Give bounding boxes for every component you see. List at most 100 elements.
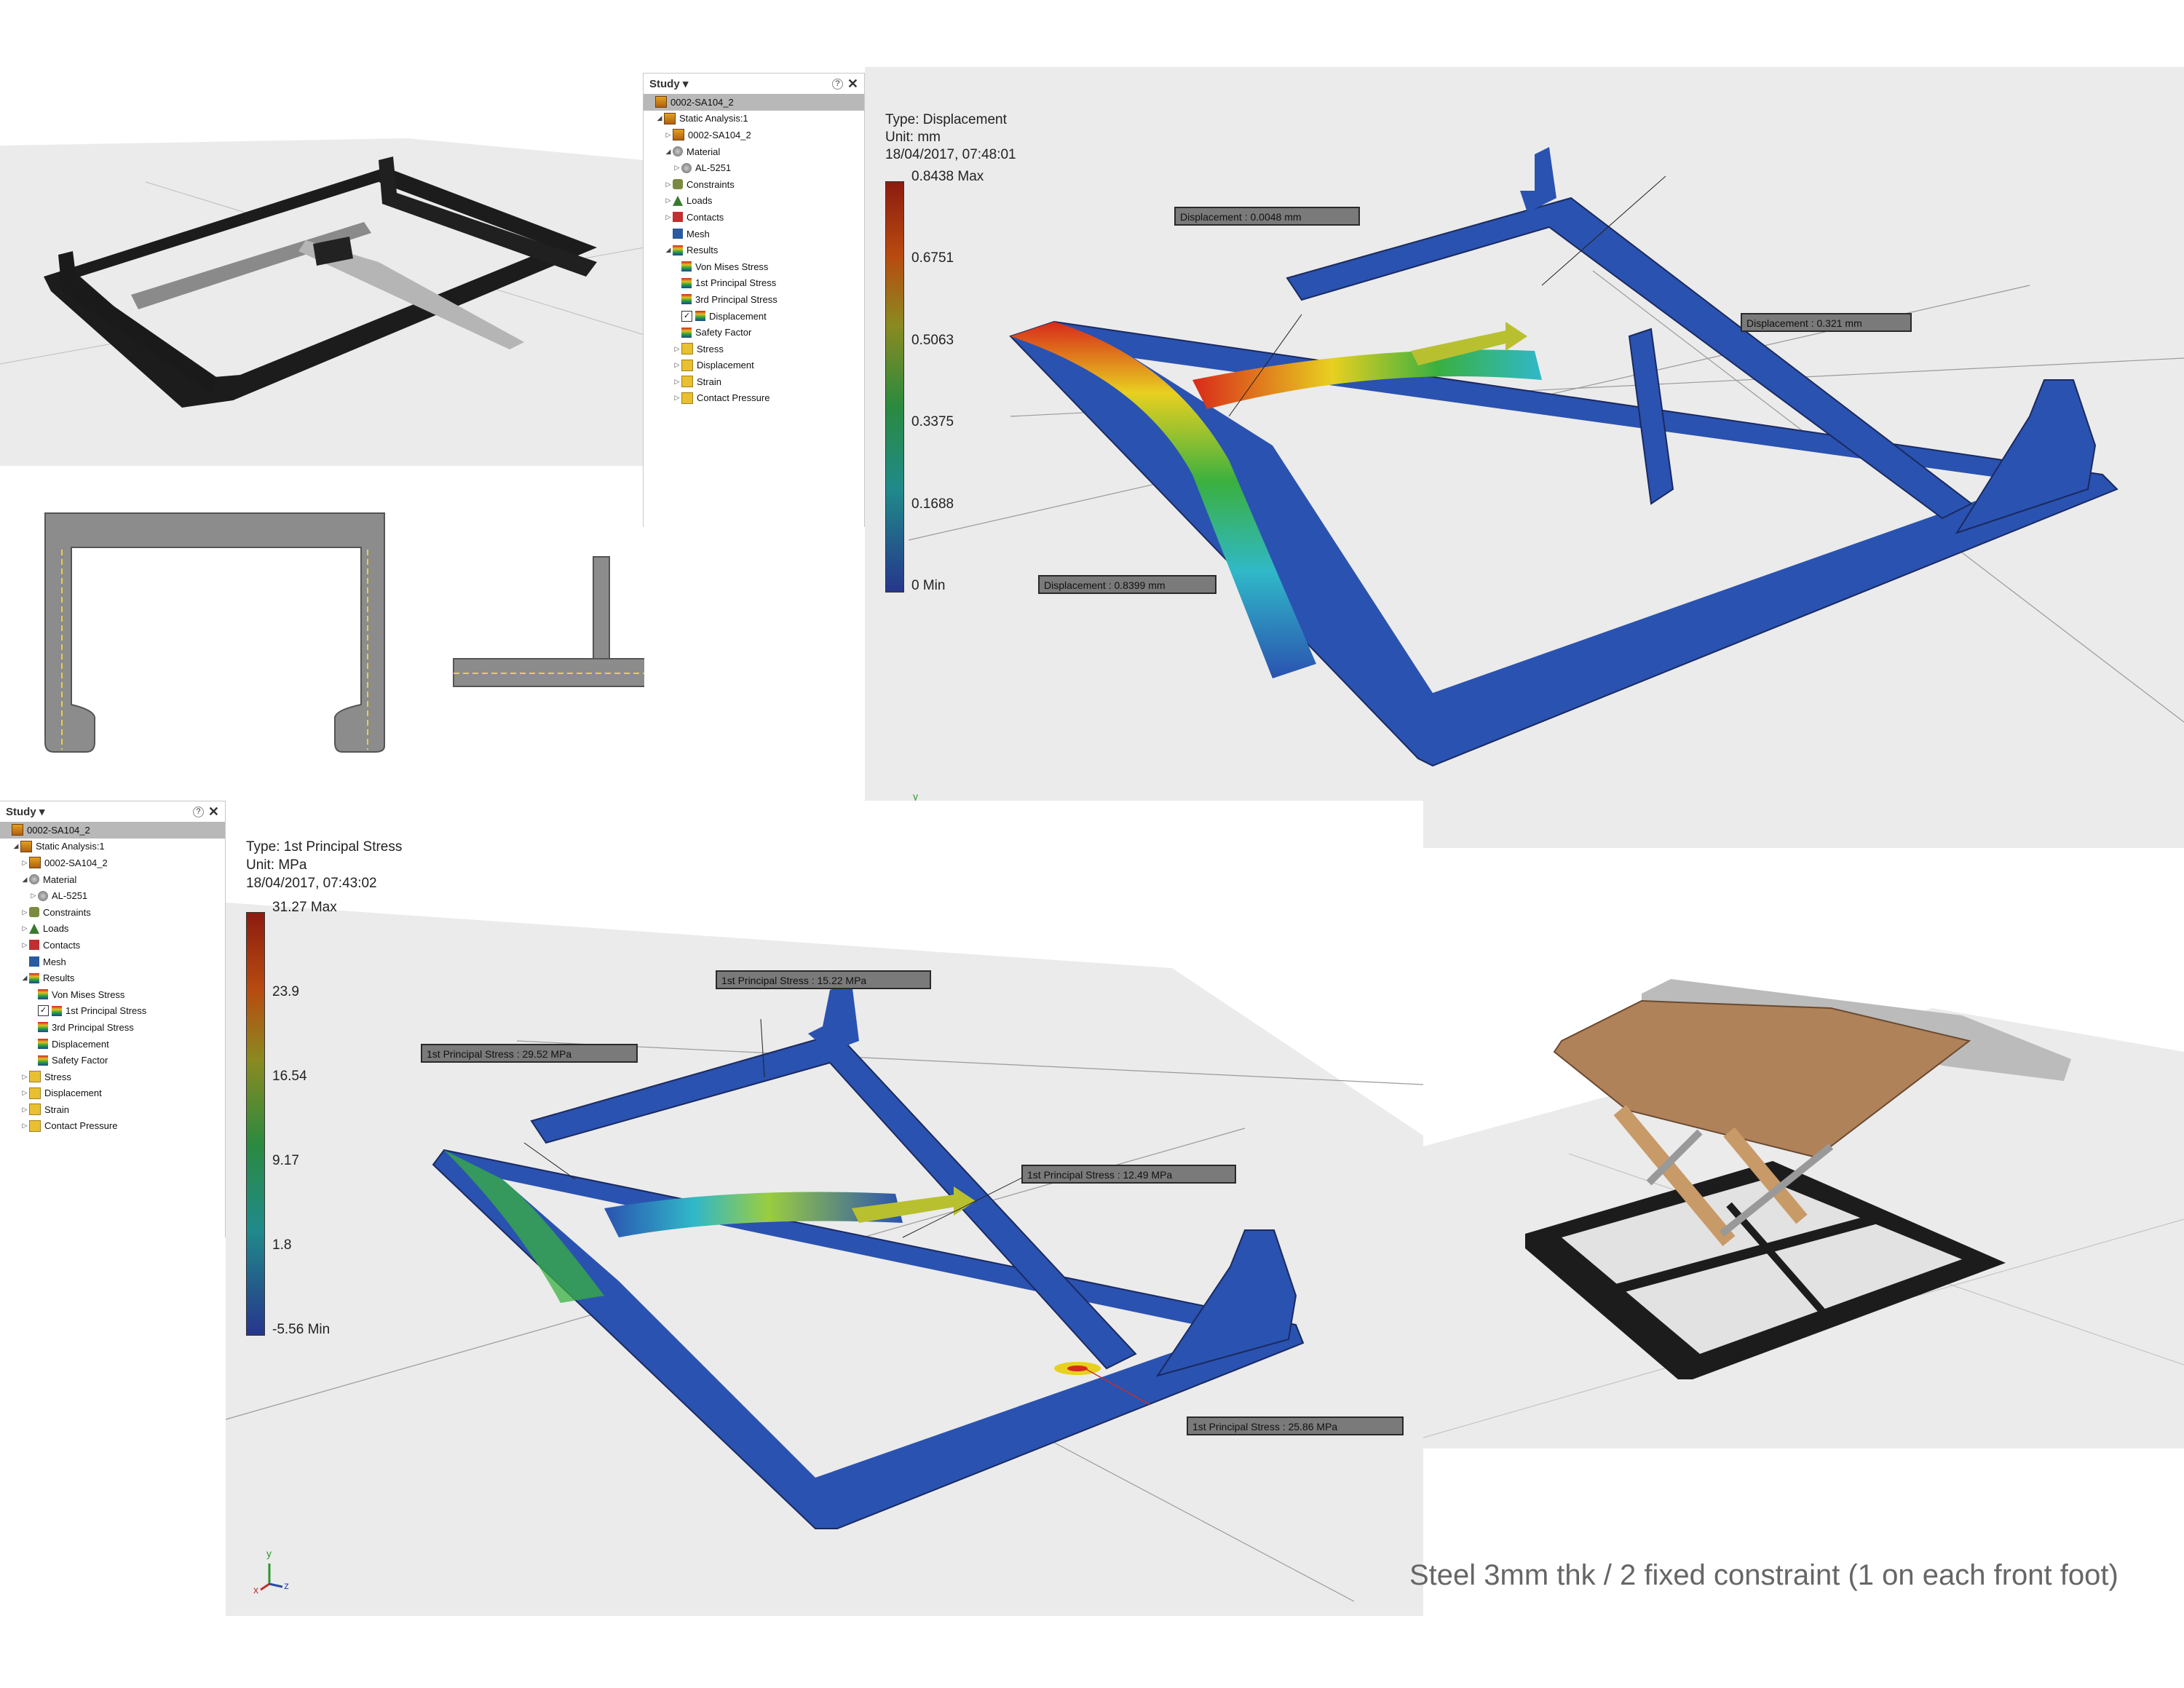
expand-toggle-icon[interactable]: ◢ [665,147,671,155]
expand-toggle-icon[interactable]: ▷ [22,924,28,932]
tree-item[interactable]: Safety Factor [0,1052,225,1069]
res-icon [681,277,692,288]
expand-toggle-icon[interactable]: ▷ [665,197,671,205]
tree-item[interactable]: ▷ Stress [644,341,864,357]
expand-toggle-icon[interactable]: ◢ [13,842,19,850]
tree-item-label: 0002-SA104_2 [27,824,90,836]
tree-item-label: Results [43,972,75,984]
displacement-viewport[interactable]: Type: Displacement Unit: mm 18/04/2017, … [865,67,2184,848]
expand-toggle-icon[interactable]: ▷ [665,213,671,221]
tree-item-label: Stress [697,343,724,354]
help-icon[interactable]: ? [192,806,204,817]
axis-z-label: z [284,1580,289,1591]
tree-item[interactable]: ✓Displacement [644,308,864,325]
tree-item[interactable]: ◢Material [644,143,864,160]
tree-item[interactable]: Mesh [644,226,864,242]
tree-item[interactable]: ▷Contact Pressure [0,1118,225,1135]
checkmark-icon[interactable]: ✓ [681,310,692,322]
probe-callout[interactable]: 1st Principal Stress : 25.86 MPa [1187,1416,1404,1435]
tree-item[interactable]: ◢Static Analysis:1 [644,111,864,127]
expand-toggle-icon[interactable]: ▷ [22,908,28,916]
model-browser-top[interactable]: Study ▾ ? ✕ 0002-SA104_2 ◢Static Analysis… [643,73,865,527]
study-dropdown[interactable]: Study ▾ [649,78,689,90]
tree-item[interactable]: 3rd Principal Stress [644,291,864,308]
stress-viewport[interactable]: Type: 1st Principal Stress Unit: MPa 18/… [226,801,1423,1616]
probe-callout[interactable]: 1st Principal Stress : 12.49 MPa [1021,1165,1236,1184]
tree-item[interactable]: ◢ Results [0,970,225,986]
desk-render-viewport[interactable] [1423,914,2184,1449]
expand-toggle-icon[interactable]: ▷ [674,361,680,369]
close-icon[interactable]: ✕ [207,804,219,819]
tree-item[interactable]: Safety Factor [644,324,864,341]
tree-item[interactable]: ▷Loads [0,921,225,938]
tree-item[interactable]: ▷ Strain [644,373,864,390]
tree-item[interactable]: ✓1st Principal Stress [0,1003,225,1020]
expand-toggle-icon[interactable]: ▷ [674,394,680,402]
tree-item-label: 0002-SA104_2 [670,96,734,108]
tree-item[interactable]: ◢Results [644,242,864,258]
expand-toggle-icon[interactable]: ▷ [22,1122,28,1130]
expand-toggle-icon[interactable]: ▷ [22,1089,28,1097]
tree-item[interactable]: ▷AL-5251 [0,887,225,904]
tree-item[interactable]: Von Mises Stress [0,986,225,1003]
model-browser-bottom[interactable]: Study ▾ ? ✕ 0002-SA104_2 ◢Static Analysis… [0,801,226,1237]
tree-item[interactable]: ▷ Displacement [644,357,864,374]
tree-item[interactable]: Displacement [0,1036,225,1053]
tree-item[interactable]: ▷Contacts [644,209,864,226]
tree-item[interactable]: ▷Strain [0,1101,225,1118]
tree-item[interactable]: ▷Displacement [0,1085,225,1102]
tree-item-label: Strain [697,376,721,387]
expand-toggle-icon[interactable]: ▷ [22,1105,28,1113]
expand-toggle-icon[interactable]: ▷ [31,892,36,900]
study-icon [655,96,667,108]
expand-toggle-icon[interactable]: ▷ [22,858,28,866]
tree-item[interactable]: ◢Static Analysis:1 [0,839,225,855]
expand-toggle-icon[interactable]: ◢ [22,875,28,883]
study-dropdown[interactable]: Study ▾ [6,806,45,818]
tree-item-label: Displacement [697,360,754,371]
expand-toggle-icon[interactable]: ◢ [665,246,671,254]
tree-item[interactable]: ▷Contact Pressure [644,390,864,407]
tree-item[interactable]: ▷AL-5251 [644,159,864,176]
tree-item[interactable]: ▷Contacts [0,937,225,954]
probe-callout[interactable]: 1st Principal Stress : 15.22 MPa [716,970,931,989]
tree-item[interactable]: 1st Principal Stress [644,275,864,292]
probe-callout[interactable]: Displacement : 0.0048 mm [1174,207,1360,226]
expand-toggle-icon[interactable]: ▷ [22,1072,28,1080]
tree-item-label: Mesh [687,228,710,239]
expand-toggle-icon[interactable]: ▷ [665,180,671,188]
tree-item[interactable]: ▷0002-SA104_2 [0,855,225,871]
tree-item-label: Constraints [687,178,735,190]
tree-item[interactable]: ▷ Constraints [644,176,864,193]
help-icon[interactable]: ? [831,78,843,90]
expand-toggle-icon[interactable]: ▷ [674,344,680,352]
res-icon [695,311,705,322]
expand-toggle-icon[interactable]: ▷ [674,377,680,385]
probe-callout[interactable]: Displacement : 0.8399 mm [1038,575,1216,594]
stress-model [226,801,1423,1616]
probe-callout[interactable]: 1st Principal Stress : 29.52 MPa [421,1044,638,1063]
tree-item-label: Constraints [43,906,91,918]
expand-toggle-icon[interactable]: ◢ [22,974,28,982]
tree-item[interactable]: Von Mises Stress [644,258,864,275]
tree-item[interactable]: ▷Stress [0,1069,225,1085]
probe-callout[interactable]: Displacement : 0.321 mm [1741,313,1912,332]
tree-item[interactable]: ▷ Constraints [0,904,225,921]
expand-toggle-icon[interactable]: ▷ [22,940,28,948]
checkmark-icon[interactable]: ✓ [38,1005,49,1017]
tree-item[interactable]: ▷Loads [644,193,864,210]
expand-toggle-icon[interactable]: ▷ [665,130,671,138]
scale-tick: 16.54 [272,1069,307,1084]
close-icon[interactable]: ✕ [847,76,858,91]
tree-item[interactable]: ◢Material [0,871,225,888]
tree-item[interactable]: 0002-SA104_2 [644,94,864,111]
tree-item[interactable]: 0002-SA104_2 [0,822,225,839]
tree-item[interactable]: 3rd Principal Stress [0,1019,225,1036]
tree-item[interactable]: Mesh [0,954,225,970]
tree-item[interactable]: ▷0002-SA104_2 [644,127,864,143]
expand-toggle-icon[interactable]: ◢ [657,114,662,122]
frame-render-viewport[interactable] [0,29,644,469]
expand-toggle-icon[interactable]: ▷ [674,164,680,172]
scale-tick: 0.1688 [911,496,954,512]
scale-tick: 23.9 [272,984,299,999]
